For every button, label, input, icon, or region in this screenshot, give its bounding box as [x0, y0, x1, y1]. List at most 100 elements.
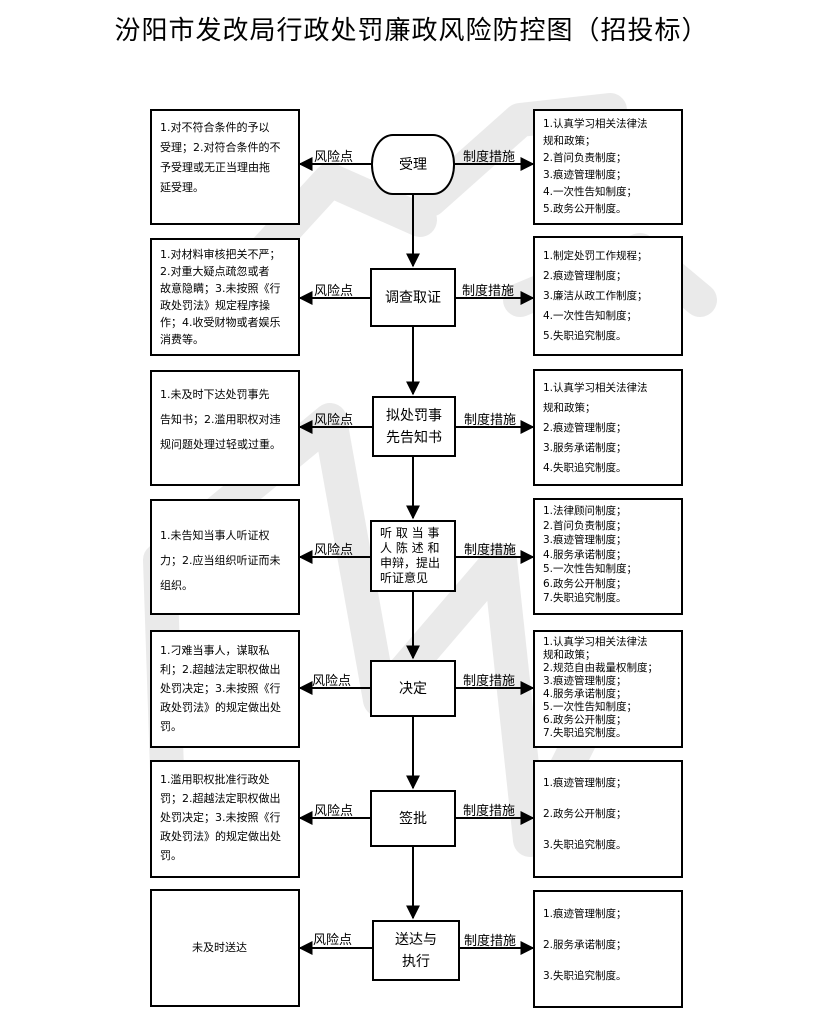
- risk-line: 罚；2.超越法定职权做出: [160, 792, 281, 805]
- measures-label-2: 制度措施: [462, 284, 515, 299]
- measures-label-6: 制度措施: [463, 804, 516, 819]
- step-label-line: 送达与: [395, 931, 437, 948]
- measure-line: 1.痕迹管理制度；: [543, 908, 627, 920]
- risk-line: 1.未告知当事人听证权: [160, 529, 270, 542]
- step-label-line: 拟处罚事: [386, 407, 442, 424]
- risk-box-3: 1.未及时下达处罚事先 告知书；2.滥用职权对违 规问题处理过轻或过重。: [150, 370, 300, 486]
- measure-line: 1.痕迹管理制度；: [543, 777, 627, 789]
- measure-line: 2.政务公开制度；: [543, 808, 627, 820]
- measure-line: 4.服务承诺制度；: [543, 688, 627, 700]
- risk-box-6: 1.滥用职权批准行政处 罚；2.超越法定职权做出 处罚决定；3.未按照《行 政处…: [150, 760, 300, 878]
- measure-line: 1.认真学习相关法律法: [543, 118, 648, 130]
- risk-line: 政处罚法》的规定做出处: [160, 701, 281, 714]
- measures-box-3: 1.认真学习相关法律法 规和政策； 2.痕迹管理制度； 3.服务承诺制度； 4.…: [533, 369, 683, 486]
- risk-label-3: 风险点: [314, 413, 354, 428]
- measure-line: 7.失职追究制度。: [543, 592, 627, 604]
- risk-line: 告知书；2.滥用职权对违: [160, 413, 281, 426]
- risk-line: 政处罚法》的规定做出处: [160, 830, 281, 843]
- measure-line: 5.一次性告知制度；: [543, 701, 638, 713]
- measures-box-5: 1.认真学习相关法律法 规和政策； 2.规范自由裁量权制度； 3.痕迹管理制度；…: [533, 630, 683, 748]
- measure-line: 3.服务承诺制度；: [543, 442, 627, 454]
- risk-line: 延受理。: [160, 181, 204, 194]
- risk-box-1: 1.对不符合条件的予以 受理；2.对符合条件的不 予受理或无正当理由拖 延受理。: [150, 109, 300, 225]
- measures-box-4: 1.法律顾问制度； 2.首问负责制度； 3.痕迹管理制度； 4.服务承诺制度； …: [533, 498, 683, 615]
- risk-line: 故意隐瞒；3.未按照《行: [160, 282, 281, 295]
- measure-line: 3.廉洁从政工作制度；: [543, 290, 648, 302]
- measure-line: 5.失职追究制度。: [543, 330, 627, 342]
- step-label-line: 听证意见: [380, 571, 429, 585]
- step-label-line: 执行: [402, 953, 430, 970]
- risk-box-2: 1.对材料审核把关不严； 2.对重大疑点疏忽或者 故意隐瞒；3.未按照《行 政处…: [150, 238, 300, 356]
- measures-box-7: 1.痕迹管理制度； 2.服务承诺制度； 3.失职追究制度。: [533, 890, 683, 1008]
- measure-line: 3.失职追究制度。: [543, 839, 627, 851]
- measure-line: 规和政策；: [543, 135, 596, 147]
- risk-line: 1.刁难当事人，谋取私: [160, 644, 270, 657]
- risk-line: 处罚决定；3.未按照《行: [160, 811, 281, 824]
- measures-label-3: 制度措施: [464, 413, 517, 428]
- risk-line: 未及时送达: [192, 941, 247, 954]
- step-label-line: 先告知书: [386, 429, 442, 446]
- risk-label-5: 风险点: [312, 674, 352, 689]
- step-label-line: 申辩，提出: [380, 556, 441, 570]
- risk-label-4: 风险点: [314, 543, 354, 558]
- risk-line: 组织。: [160, 579, 193, 592]
- step-label: 调查取证: [385, 289, 441, 306]
- risk-line: 作；4.收受财物或者娱乐: [160, 316, 281, 329]
- measure-line: 5.一次性告知制度；: [543, 563, 638, 575]
- measure-line: 2.首问负责制度；: [543, 519, 627, 532]
- measures-label-4: 制度措施: [464, 543, 517, 558]
- risk-line: 2.对重大疑点疏忽或者: [160, 265, 270, 278]
- page-title: 汾阳市发改局行政处罚廉政风险防控图（招投标）: [114, 16, 709, 46]
- measure-line: 2.规范自由裁量权制度；: [543, 662, 659, 674]
- measure-line: 3.痕迹管理制度；: [543, 534, 627, 546]
- measures-label-7: 制度措施: [464, 934, 517, 949]
- step-box-5: 决定: [370, 660, 456, 717]
- measure-line: 4.一次性告知制度；: [543, 186, 638, 198]
- measure-line: 1.认真学习相关法律法: [543, 382, 648, 394]
- measure-line: 5.政务公开制度。: [543, 203, 627, 215]
- measure-line: 6.政务公开制度；: [543, 577, 627, 590]
- risk-line: 罚。: [160, 849, 182, 862]
- risk-label-6: 风险点: [314, 804, 354, 819]
- measure-line: 4.失职追究制度。: [543, 462, 627, 474]
- measure-line: 6.政务公开制度；: [543, 714, 627, 726]
- step-box-2: 调查取证: [370, 268, 456, 327]
- risk-line: 消费等。: [160, 333, 204, 346]
- risk-line: 政处罚法》规定程序操: [160, 299, 270, 312]
- measure-line: 4.一次性告知制度；: [543, 310, 638, 322]
- step-label: 签批: [399, 810, 427, 827]
- measure-line: 1.法律顾问制度；: [543, 505, 627, 517]
- measure-line: 4.服务承诺制度；: [543, 548, 627, 561]
- measures-box-6: 1.痕迹管理制度； 2.政务公开制度； 3.失职追究制度。: [533, 760, 683, 878]
- step-box-7: 送达与 执行: [372, 920, 460, 981]
- risk-box-4: 1.未告知当事人听证权 力；2.应当组织听证而未 组织。: [150, 499, 300, 615]
- measure-line: 3.失职追究制度。: [543, 970, 627, 982]
- measures-box-1: 1.认真学习相关法律法 规和政策； 2.首问负责制度； 3.痕迹管理制度； 4.…: [533, 109, 683, 225]
- risk-line: 受理；2.对符合条件的不: [160, 141, 281, 154]
- risk-line: 1.对不符合条件的予以: [160, 121, 270, 134]
- step-label: 受理: [399, 156, 427, 173]
- measure-line: 7.失职追究制度。: [543, 727, 627, 739]
- measure-line: 2.痕迹管理制度；: [543, 422, 627, 434]
- risk-label-2: 风险点: [314, 284, 354, 299]
- risk-line: 力；2.应当组织听证而未: [160, 554, 281, 567]
- risk-line: 罚。: [160, 720, 182, 733]
- risk-line: 利；2.超越法定职权做出: [160, 663, 281, 676]
- measures-label-1: 制度措施: [463, 150, 516, 165]
- measure-line: 2.服务承诺制度；: [543, 939, 627, 951]
- risk-line: 1.对材料审核把关不严；: [160, 248, 281, 261]
- risk-label-7: 风险点: [313, 933, 353, 948]
- measures-box-2: 1.制定处罚工作规程； 2.痕迹管理制度； 3.廉洁从政工作制度； 4.一次性告…: [533, 236, 683, 356]
- step-box-6: 签批: [370, 790, 456, 847]
- risk-line: 1.滥用职权批准行政处: [160, 773, 270, 786]
- measure-line: 3.痕迹管理制度；: [543, 169, 627, 181]
- measure-line: 2.首问负责制度；: [543, 152, 627, 164]
- measure-line: 2.痕迹管理制度；: [543, 270, 627, 282]
- measure-line: 1.制定处罚工作规程；: [543, 250, 648, 262]
- measure-line: 1.认真学习相关法律法: [543, 636, 648, 648]
- risk-label-1: 风险点: [314, 150, 354, 165]
- step-box-3: 拟处罚事 先告知书: [372, 396, 456, 457]
- step-box-4: 听 取 当 事 人 陈 述 和 申辩，提出 听证意见: [370, 520, 456, 592]
- measure-line: 规和政策；: [543, 402, 596, 414]
